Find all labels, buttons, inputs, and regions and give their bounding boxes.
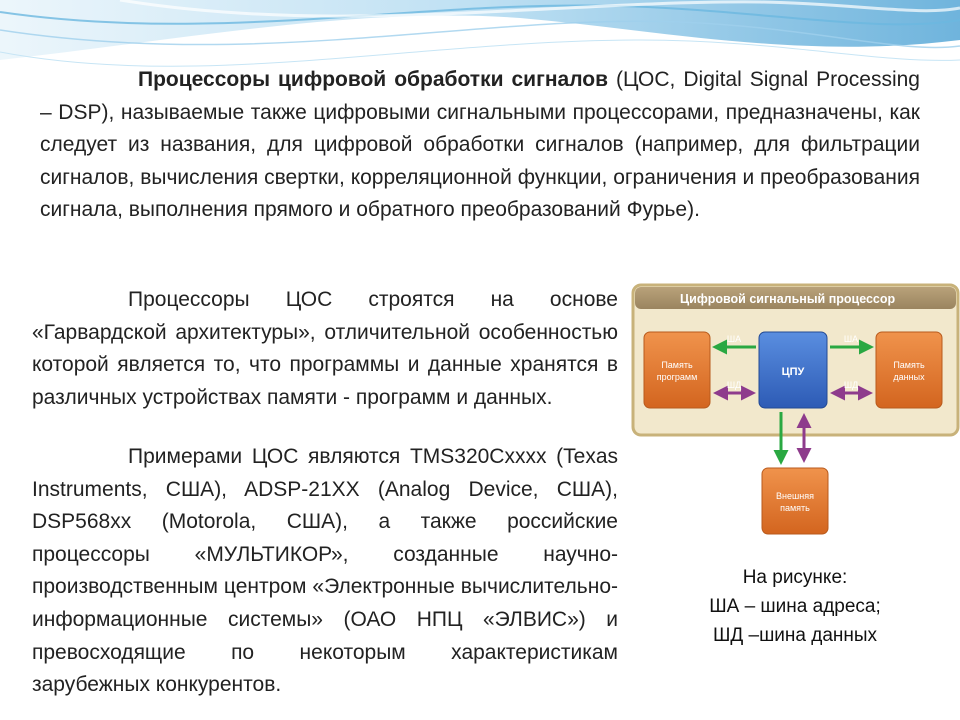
address-bus-left-label: ША: [727, 334, 741, 344]
caption-line-2: ША – шина адреса;: [709, 596, 881, 617]
program-memory-label-2: программ: [657, 372, 698, 382]
header-wave-decoration: [0, 0, 960, 67]
caption-line-1: На рисунке:: [742, 567, 848, 588]
data-bus-left-label: ШД: [727, 380, 741, 390]
harvard-architecture-paragraph: Процессоры ЦОС строятся на основе «Гарва…: [32, 288, 618, 409]
cpu-box: [758, 331, 828, 409]
dsp-block-diagram: Цифровой сигнальный процессор Память про…: [631, 283, 960, 535]
data-bus-right-label: ШД: [844, 380, 858, 390]
intro-text: (ЦОС, Digital Signal Processing – DSP), …: [40, 68, 920, 222]
diagram-caption: На рисунке: ША – шина адреса; ШД –шина д…: [680, 563, 910, 650]
data-memory-label-1: Память: [893, 360, 925, 370]
external-memory-label-1: Внешняя: [776, 491, 814, 501]
external-memory-label-2: память: [780, 503, 810, 513]
external-memory-box: [761, 467, 829, 535]
dsp-examples-paragraph: Примерами ЦОС являются TMS320Cxxxx (Texa…: [32, 445, 618, 697]
intro-bold-term: Процессоры цифровой обработки сигналов: [138, 68, 608, 91]
processor-title-bar: [635, 287, 956, 309]
caption-line-3: ШД –шина данных: [712, 625, 878, 646]
processor-title: Цифровой сигнальный процессор: [680, 292, 896, 306]
data-memory-label-2: данных: [893, 372, 925, 382]
address-bus-right-label: ША: [844, 334, 858, 344]
program-memory-box: [643, 331, 711, 409]
cpu-label: ЦПУ: [782, 366, 805, 378]
program-memory-label-1: Память: [661, 360, 693, 370]
data-memory-box: [875, 331, 943, 409]
intro-paragraph: Процессоры цифровой обработки сигналов (…: [40, 64, 920, 227]
